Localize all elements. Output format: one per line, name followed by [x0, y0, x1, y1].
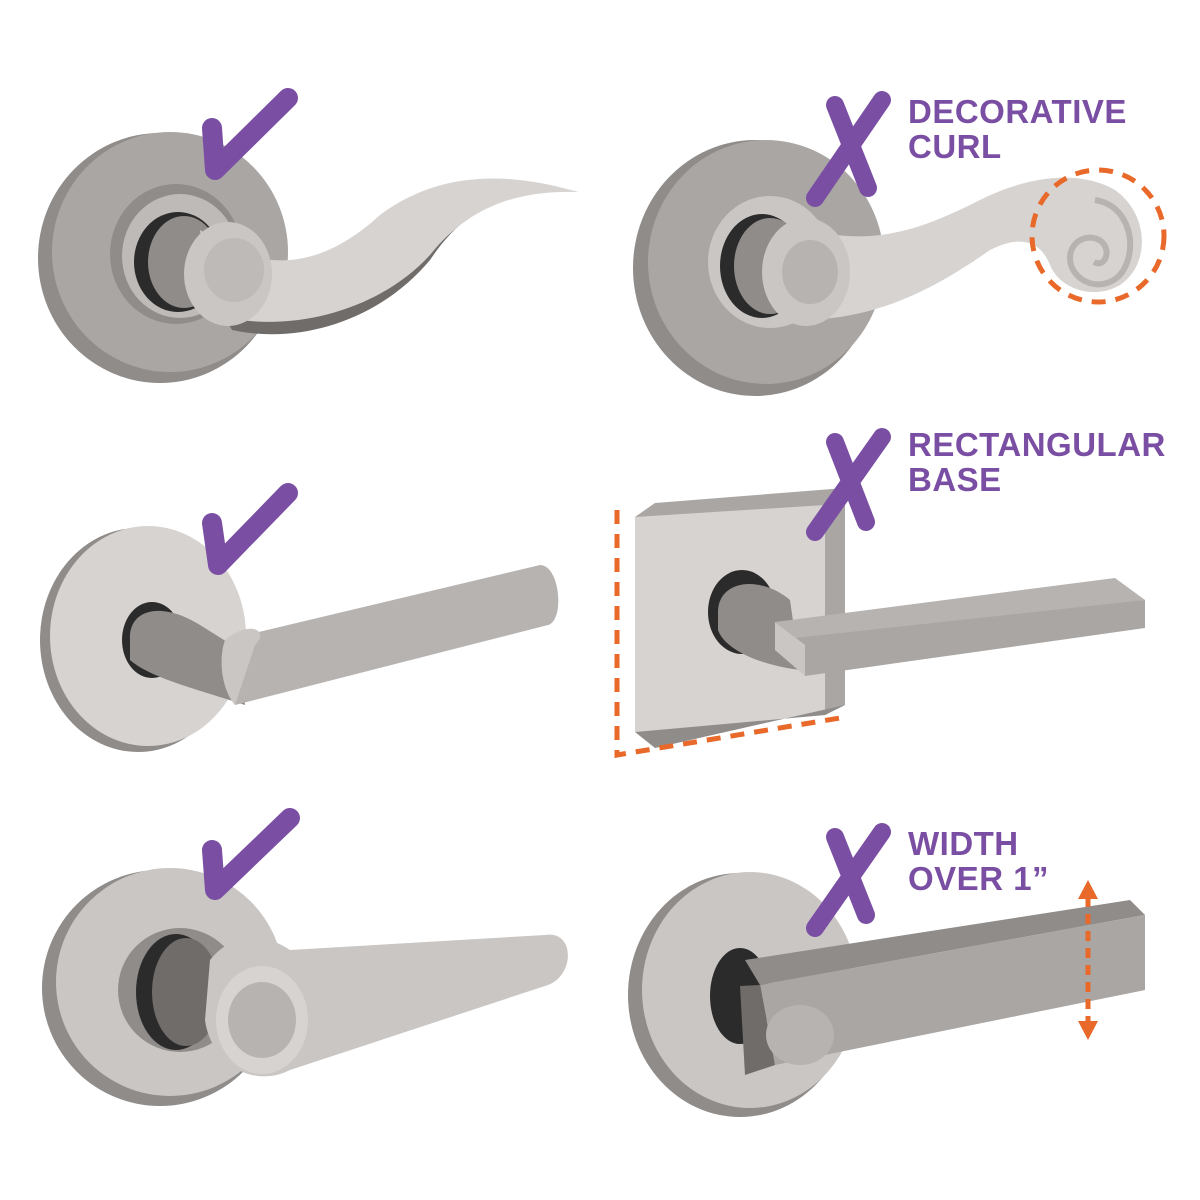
tapered-lever-handle: [205, 934, 568, 1077]
curved-lever-handle: [184, 178, 578, 335]
straight-lever-example: [40, 526, 559, 752]
tapered-lever-example: [42, 868, 568, 1106]
width-over-1-label: WIDTH OVER 1”: [908, 826, 1049, 896]
label-line: DECORATIVE: [908, 93, 1127, 130]
check-icon: [202, 88, 298, 180]
check-icon: [202, 483, 298, 575]
x-icon: [806, 91, 891, 207]
rectangular-base-highlight: [614, 510, 841, 758]
x-icon: [806, 823, 891, 937]
decorative-curl-highlight: [1029, 167, 1167, 305]
x-icon: [806, 428, 891, 541]
scroll-lever-handle: [762, 177, 1142, 326]
label-line: OVER 1”: [908, 860, 1050, 897]
square-rose-lever-example: [614, 488, 1145, 758]
wide-lever-example: [628, 872, 1145, 1117]
label-line: BASE: [908, 461, 1002, 498]
check-icon: [202, 808, 300, 900]
decorative-curl-label: DECORATIVE CURL: [908, 94, 1127, 164]
straight-lever-handle: [129, 565, 559, 705]
curved-lever-example: [38, 132, 578, 383]
scroll-lever-example: [633, 140, 1167, 396]
rectangular-base-label: RECTANGULAR BASE: [908, 427, 1166, 497]
label-line: RECTANGULAR: [908, 426, 1166, 463]
label-line: CURL: [908, 128, 1002, 165]
lever-hole: [136, 934, 220, 1050]
width-double-arrow: [1078, 880, 1098, 1040]
square-lever-handle: [718, 578, 1145, 676]
label-line: WIDTH: [908, 825, 1019, 862]
wide-lever-handle: [740, 900, 1145, 1075]
